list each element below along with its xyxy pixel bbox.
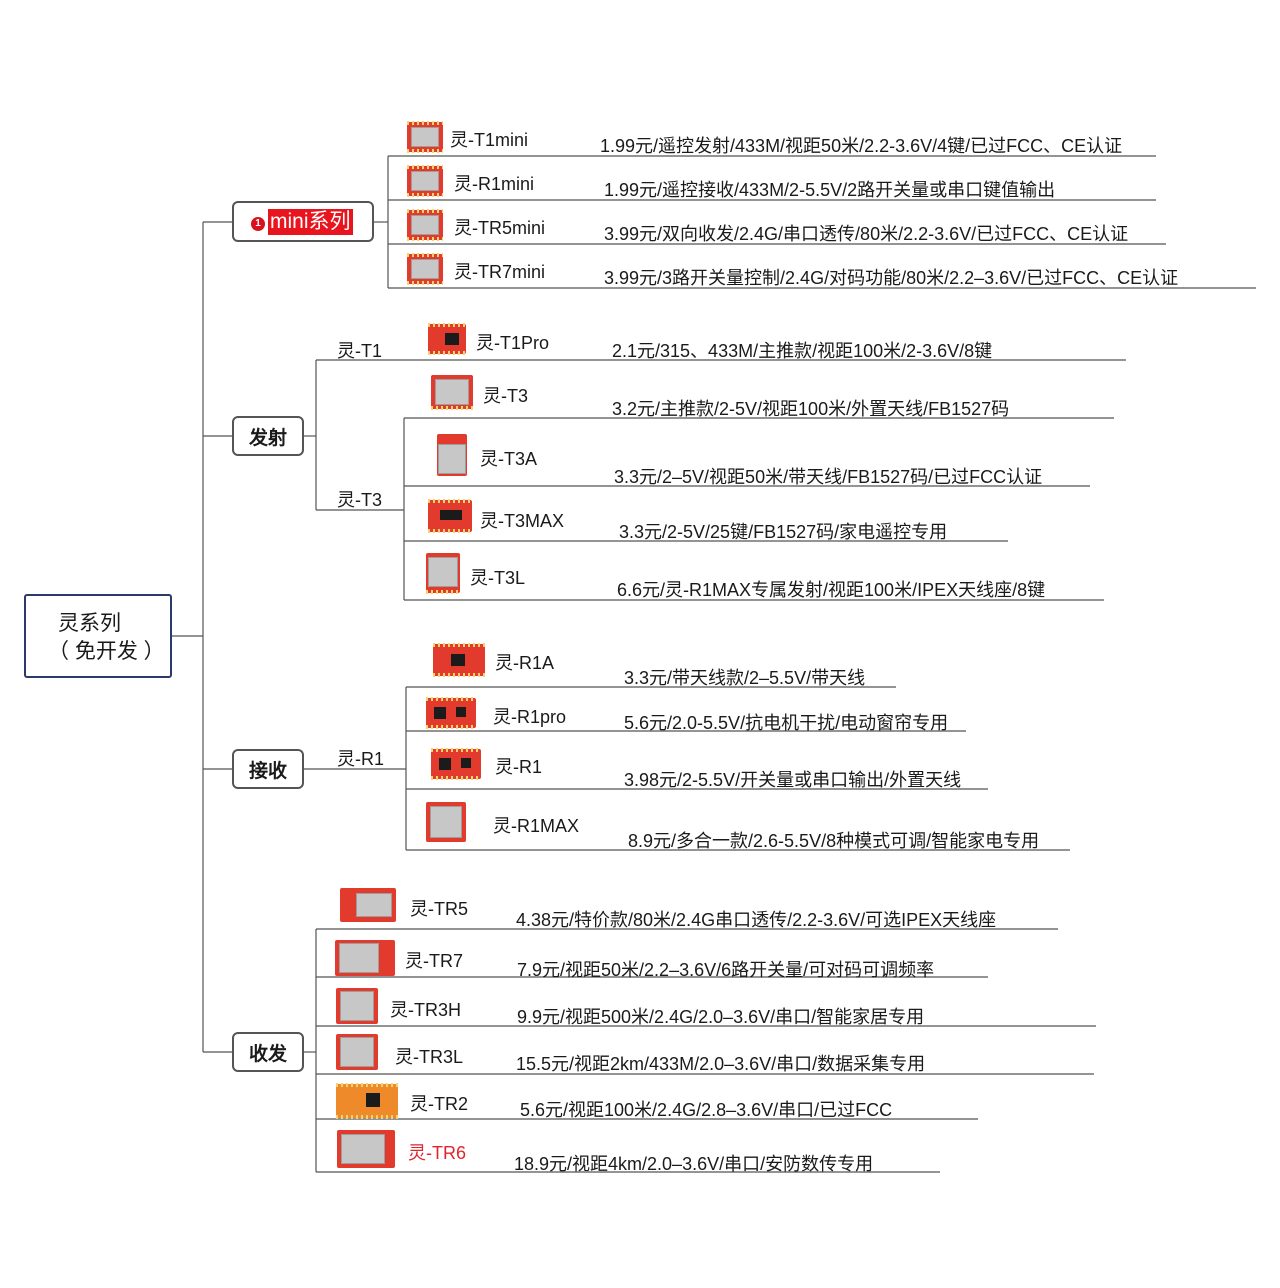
module-chip-icon bbox=[437, 434, 467, 476]
product-desc: 3.3元/2–5V/视距50米/带天线/FB1527码/已过FCC认证 bbox=[614, 467, 1043, 487]
product-name[interactable]: 灵-T1mini bbox=[450, 130, 529, 150]
module-chip-icon bbox=[428, 499, 472, 533]
module-chip-icon bbox=[337, 1130, 395, 1168]
product-desc: 3.2元/主推款/2-5V/视距100米/外置天线/FB1527码 bbox=[612, 399, 1010, 419]
product-name[interactable]: 灵-TR7 bbox=[405, 951, 463, 971]
module-chip-icon bbox=[407, 165, 443, 197]
product-name[interactable]: 灵-TR2 bbox=[410, 1094, 468, 1114]
module-chip-icon bbox=[407, 121, 443, 153]
module-chip-icon bbox=[407, 253, 443, 285]
module-chip-icon bbox=[407, 209, 443, 241]
product-name[interactable]: 灵-TR6 bbox=[408, 1143, 466, 1163]
root-node[interactable]: 灵系列 （ 免开发 ） bbox=[24, 594, 172, 678]
product-name[interactable]: 灵-T3MAX bbox=[480, 511, 565, 531]
product-name[interactable]: 灵-TR5 bbox=[410, 899, 468, 919]
product-desc: 3.98元/2-5.5V/开关量或串口输出/外置天线 bbox=[624, 770, 962, 790]
product-desc: 3.99元/双向收发/2.4G/串口透传/80米/2.2-3.6V/已过FCC、… bbox=[604, 224, 1129, 244]
module-chip-icon bbox=[336, 1083, 398, 1119]
product-desc: 3.3元/2-5V/25键/FB1527码/家电遥控专用 bbox=[619, 522, 948, 542]
subgroup-label: 灵-T3 bbox=[337, 490, 382, 510]
category-transmit[interactable]: 发射 bbox=[232, 416, 304, 456]
category-transceive[interactable]: 收发 bbox=[232, 1032, 304, 1072]
subgroup-label: 灵-R1 bbox=[337, 749, 385, 769]
priority-badge: 1 bbox=[251, 217, 265, 231]
product-desc: 6.6元/灵-R1MAX专属发射/视距100米/IPEX天线座/8键 bbox=[617, 580, 1046, 600]
product-name[interactable]: 灵-T3A bbox=[480, 449, 538, 469]
root-title: 灵系列 bbox=[58, 612, 121, 635]
module-chip-icon bbox=[433, 643, 485, 677]
product-name[interactable]: 灵-R1MAX bbox=[493, 816, 580, 836]
product-desc: 8.9元/多合一款/2.6-5.5V/8种模式可调/智能家电专用 bbox=[628, 831, 1040, 851]
product-name[interactable]: 灵-R1pro bbox=[493, 707, 567, 727]
module-chip-icon bbox=[431, 748, 481, 780]
module-chip-icon bbox=[428, 323, 466, 355]
category-mini-series[interactable]: 1 mini系列 bbox=[232, 201, 374, 242]
product-name[interactable]: 灵-TR5mini bbox=[454, 218, 546, 238]
product-desc: 7.9元/视距50米/2.2–3.6V/6路开关量/可对码可调频率 bbox=[517, 960, 935, 980]
product-desc: 18.9元/视距4km/2.0–3.6V/串口/安防数传专用 bbox=[514, 1154, 874, 1174]
product-name[interactable]: 灵-R1A bbox=[495, 653, 555, 673]
product-desc: 1.99元/遥控发射/433M/视距50米/2.2-3.6V/4键/已过FCC、… bbox=[600, 136, 1123, 156]
product-desc: 9.9元/视距500米/2.4G/2.0–3.6V/串口/智能家居专用 bbox=[517, 1007, 925, 1027]
category-label: 接收 bbox=[248, 760, 287, 782]
module-chip-icon bbox=[426, 553, 460, 594]
product-desc: 15.5元/视距2km/433M/2.0–3.6V/串口/数据采集专用 bbox=[516, 1054, 926, 1074]
product-desc: 5.6元/2.0-5.5V/抗电机干扰/电动窗帘专用 bbox=[624, 713, 949, 733]
product-desc: 2.1元/315、433M/主推款/视距100米/2-3.6V/8键 bbox=[612, 341, 993, 361]
module-chip-icon bbox=[335, 940, 395, 976]
product-desc: 3.3元/带天线款/2–5.5V/带天线 bbox=[624, 668, 866, 688]
category-label: 收发 bbox=[248, 1043, 287, 1065]
product-desc: 1.99元/遥控接收/433M/2-5.5V/2路开关量或串口键值输出 bbox=[604, 180, 1056, 200]
category-label: mini系列 bbox=[268, 209, 353, 235]
product-name[interactable]: 灵-TR3L bbox=[395, 1047, 464, 1067]
category-label: 发射 bbox=[248, 427, 287, 449]
product-name[interactable]: 灵-T1Pro bbox=[476, 333, 550, 353]
module-chip-icon bbox=[426, 697, 476, 729]
product-name[interactable]: 灵-TR7mini bbox=[454, 262, 546, 282]
module-chip-icon bbox=[426, 802, 466, 842]
module-chip-icon bbox=[340, 888, 396, 922]
product-name[interactable]: 灵-T3 bbox=[483, 386, 528, 406]
category-receive[interactable]: 接收 bbox=[232, 749, 304, 789]
product-desc: 4.38元/特价款/80米/2.4G串口透传/2.2-3.6V/可选IPEX天线… bbox=[516, 910, 997, 930]
module-chip-icon bbox=[336, 1034, 378, 1070]
subgroup-label: 灵-T1 bbox=[337, 341, 382, 361]
product-name[interactable]: 灵-T3L bbox=[470, 568, 526, 588]
product-name[interactable]: 灵-R1 bbox=[495, 757, 543, 777]
module-chip-icon bbox=[431, 375, 473, 410]
root-subtitle: （ 免开发 ） bbox=[48, 640, 165, 663]
product-desc: 3.99元/3路开关量控制/2.4G/对码功能/80米/2.2–3.6V/已过F… bbox=[604, 268, 1179, 288]
product-name[interactable]: 灵-R1mini bbox=[454, 174, 535, 194]
module-chip-icon bbox=[336, 988, 378, 1024]
product-desc: 5.6元/视距100米/2.4G/2.8–3.6V/串口/已过FCC bbox=[520, 1100, 893, 1120]
product-name[interactable]: 灵-TR3H bbox=[390, 1000, 461, 1020]
